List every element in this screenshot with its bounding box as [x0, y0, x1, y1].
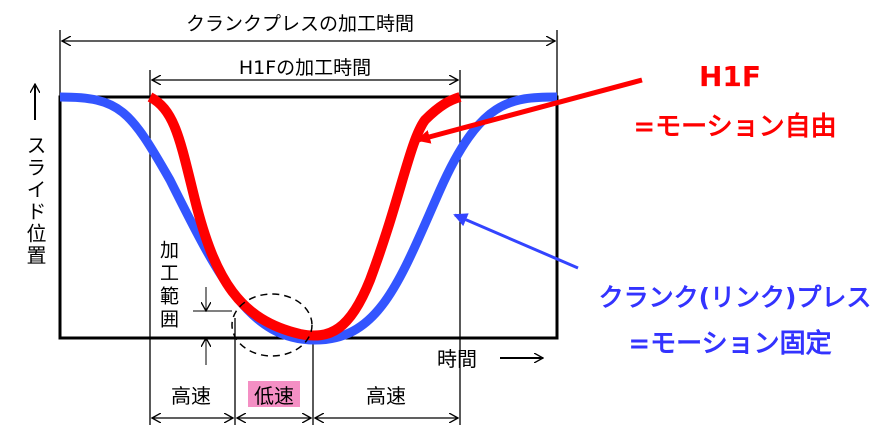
y-axis-label: スライド位置 [23, 135, 47, 267]
speed-low: 低速 [254, 384, 294, 408]
low-speed-circle [231, 293, 313, 357]
plot-box [58, 95, 559, 340]
h1f-name: H1F [699, 60, 761, 93]
speed-high-left: 高速 [171, 384, 211, 408]
h1f-pointer-arrow [416, 77, 643, 144]
crank-name: クランク(リンク)プレス [599, 283, 872, 312]
h1f-curve [147, 92, 462, 341]
crank-time-label: クランクプレスの加工時間 [186, 13, 414, 35]
range-label: 加工範囲 [157, 240, 179, 332]
h1f-desc: =モーション自由 [633, 111, 836, 142]
low-speed-highlight [248, 381, 300, 407]
crank-pointer-arrow [453, 213, 579, 270]
crank-curve [59, 92, 558, 345]
h1f-time-label: H1Fの加工時間 [239, 57, 371, 79]
speed-high-right: 高速 [366, 384, 406, 408]
x-axis-label: 時間 [437, 347, 477, 371]
crank-desc: =モーション固定 [628, 328, 831, 359]
